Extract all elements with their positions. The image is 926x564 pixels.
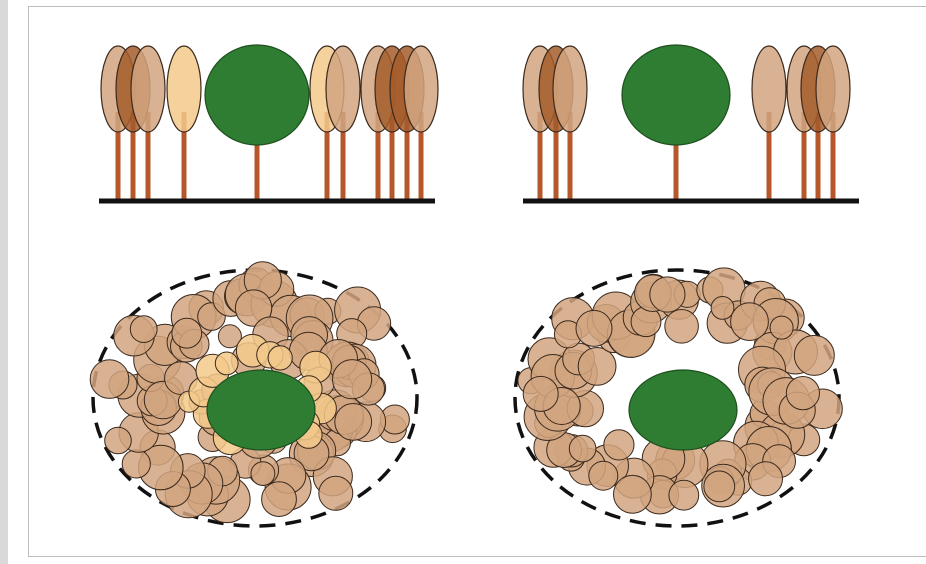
neighbour-crown [569,435,596,462]
neighbour-crown [669,480,699,510]
neighbour-crown [614,475,652,513]
neighbour-crown [704,471,735,502]
plan-view-before [90,262,417,526]
tree-crown [816,46,850,132]
neighbour-crown [122,450,150,478]
neighbour-crown [262,482,297,517]
competing-crown [268,346,292,370]
crop-tree-crown [622,45,730,145]
neighbour-crown [523,376,558,411]
neighbour-crown [130,316,157,343]
neighbour-crown [578,348,616,386]
tree-crown [167,46,201,132]
neighbour-crown [711,297,734,320]
neighbour-crown [335,404,372,441]
neighbour-crown [731,303,769,341]
crop-tree-crown [629,370,737,450]
neighbour-crown [794,335,834,375]
neighbour-crown [576,310,612,346]
neighbour-crown [604,430,634,460]
neighbour-crown [650,277,685,312]
neighbour-crown [770,316,793,339]
neighbour-crown [90,360,129,399]
tree-crown [326,46,360,132]
thinning-diagram [29,7,926,556]
neighbour-crown [172,318,202,348]
tree-crown [752,46,786,132]
figure-panel [28,6,926,557]
competing-crown [215,352,238,375]
figure-frame [8,0,926,564]
tree-crown [553,46,587,132]
neighbour-crown [251,462,275,486]
tree-crown [404,46,438,132]
neighbour-crown [105,427,132,454]
neighbour-crown [786,377,819,410]
side-view-after [523,45,859,201]
neighbour-crown [319,476,353,510]
neighbour-crown [589,461,618,490]
tree-crown [131,46,165,132]
crop-tree-crown [207,370,315,450]
neighbour-crown [665,310,699,344]
crop-tree-crown [205,45,309,145]
neighbour-crown [749,462,783,496]
neighbour-crown [333,360,372,399]
side-view-before [99,45,438,201]
plan-view-after [515,268,842,526]
